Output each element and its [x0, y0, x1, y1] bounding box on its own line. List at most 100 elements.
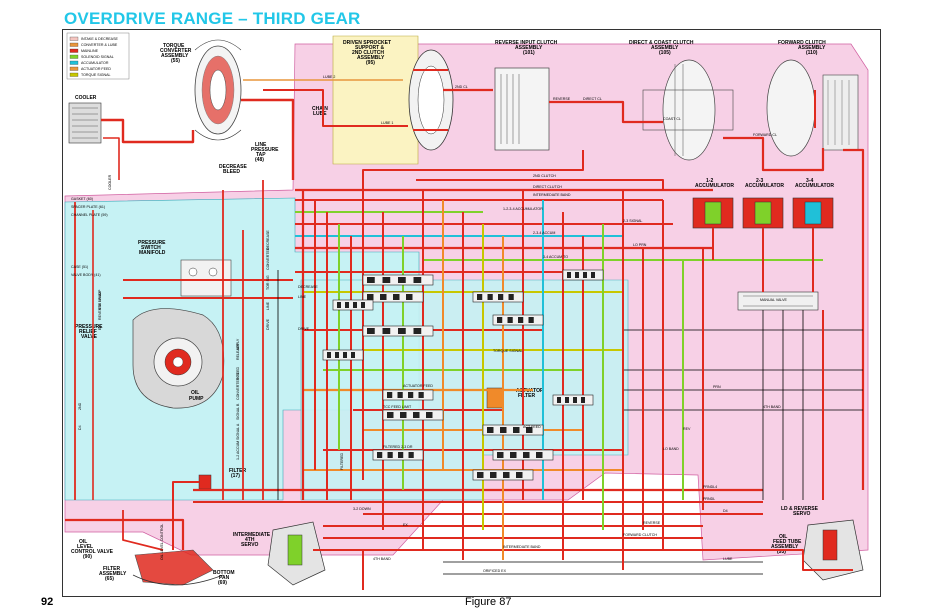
pressure-switch-label-2: SWITCH [141, 245, 161, 251]
figure-caption: Figure 87 [465, 596, 512, 608]
passage-label: APPLY [236, 338, 240, 350]
filter-17-label-2: (17) [231, 473, 240, 479]
pressure-switch-label: PRESSURE [138, 240, 166, 246]
passage-label: 2ND [78, 402, 82, 410]
passage-label: LUBE [723, 557, 733, 561]
acc-3-4-label-2: ACCUMULATOR [795, 183, 834, 189]
valve-land [335, 352, 339, 358]
intermediate-servo-icon [267, 521, 326, 586]
valve-land [353, 302, 357, 308]
intermediate-band-feed [416, 179, 664, 190]
passage-label: PRNDL [703, 497, 715, 501]
valve-land [528, 317, 534, 323]
decrease-bleed-label: DECREASE [219, 164, 247, 170]
valve-land [367, 328, 375, 334]
sprocket-yellow-zone [332, 35, 419, 165]
passage-label: REV [683, 427, 691, 431]
legend-label: TORQUE SIGNAL [81, 73, 111, 77]
valve-land [565, 397, 569, 403]
intermediate-servo-label-2: 4TH [245, 537, 255, 543]
passage-label: FORWARD CLUTCH [623, 533, 657, 537]
valve-land [398, 452, 404, 458]
driven-sprocket-icon [408, 49, 454, 151]
oil-level-passage [122, 510, 164, 551]
forward-clutch-icon [766, 59, 859, 157]
oil-pump-label: OIL [191, 390, 199, 396]
pressure-relief-label-3: VALVE [81, 334, 98, 340]
valve-land [497, 452, 504, 458]
valve-land [536, 452, 543, 458]
valve-land [497, 317, 503, 323]
page-number: 92 [41, 596, 54, 608]
filter-assembly-icon [132, 549, 224, 586]
filter-17-icon [198, 474, 212, 490]
passage-label: COOLER [108, 174, 112, 190]
passage-label: SPACER PLATE (61) [71, 205, 105, 209]
decrease-bleed-label-2: BLEED [223, 169, 240, 175]
passage-label: SIGNAL B [236, 403, 240, 420]
passage-label: LINE [298, 295, 307, 299]
valve-land [327, 352, 331, 358]
valve-land [406, 294, 413, 300]
legend-label: ACCUMULATOR [81, 61, 109, 65]
intermediate-servo-label-3: SERVO [241, 542, 259, 548]
legend-label: ACTUATOR FEED [81, 67, 111, 71]
valve-land [507, 317, 513, 323]
legend-label: SOLENOID SIGNAL [81, 55, 114, 59]
oil-level-valve-label-4: (90) [83, 554, 92, 560]
legend-label: MAINLINE [81, 49, 99, 53]
passage-label: 3-2 DOWN [353, 507, 371, 511]
passage-label: 2-3-4 ACCUM [533, 231, 555, 235]
valve-land [380, 294, 387, 300]
forward-clutch-return [843, 148, 865, 490]
reverse-input-label-3: (101) [523, 50, 535, 56]
passage-label: RELEASE [236, 343, 240, 360]
line-pressure-tap-label: LINE [255, 142, 267, 148]
valve-land [418, 392, 424, 398]
passage-label: LUBE 1 [381, 121, 393, 125]
valve-land [408, 392, 414, 398]
manual-valve-label: MANUAL VALVE [760, 298, 787, 302]
valve-land [490, 472, 497, 478]
forward-clutch-label: FORWARD CLUTCH [778, 40, 826, 46]
ld-reverse-servo-label-2: SERVO [793, 511, 811, 517]
filter-assembly-label-3: (65) [105, 576, 114, 582]
passage-label: TCC [236, 372, 240, 380]
passage-label: 1-2 ACCUM [236, 441, 240, 460]
passage-label: SIGNAL A [236, 423, 240, 440]
passage-label: INTERMEDIATE BAND [503, 545, 541, 549]
valve-land [591, 272, 595, 278]
valve-land [345, 302, 349, 308]
passage-label: DIRECT CL [583, 97, 602, 101]
bottom-pan-label: BOTTOM [213, 570, 235, 576]
driven-sprocket-label-3: 2ND CLUTCH [352, 50, 384, 56]
oil-pump-label-2: PUMP [189, 396, 204, 402]
line-pressure-tap-label-4: (48) [255, 157, 264, 163]
valve-land [516, 472, 523, 478]
servo-feed [703, 549, 853, 571]
accumulator-2-3-icon [742, 197, 784, 229]
line-pressure-tap-label-2: PRESSURE [251, 147, 279, 153]
valve-land [400, 412, 407, 418]
passage-label: INTERMEDIATE BAND [533, 193, 571, 197]
valve-land [526, 427, 533, 433]
passage-label: 4TH BAND [98, 292, 102, 310]
torque-converter-label-3: ASSEMBLY [161, 53, 189, 59]
passage-label: VALVE BODY (41) [71, 273, 101, 277]
bottom-pan-label-2: PAN [219, 575, 230, 581]
passage-label: DRIVE [266, 318, 270, 330]
oil-pump-icon [132, 308, 225, 409]
valve-land [573, 397, 577, 403]
valve-land [581, 397, 585, 403]
valve-land [408, 452, 414, 458]
passage-label: ACT FEED [523, 425, 541, 429]
filter-assembly-label-2: ASSEMBLY [99, 571, 127, 577]
driven-sprocket-label-2: SUPPORT & [355, 45, 385, 51]
valve-land [487, 294, 493, 300]
direct-coast-label-2: ASSEMBLY [651, 45, 679, 51]
legend-swatch [69, 54, 79, 59]
passage-label: D4 [78, 425, 82, 430]
accumulator-3-4-icon [792, 197, 834, 229]
